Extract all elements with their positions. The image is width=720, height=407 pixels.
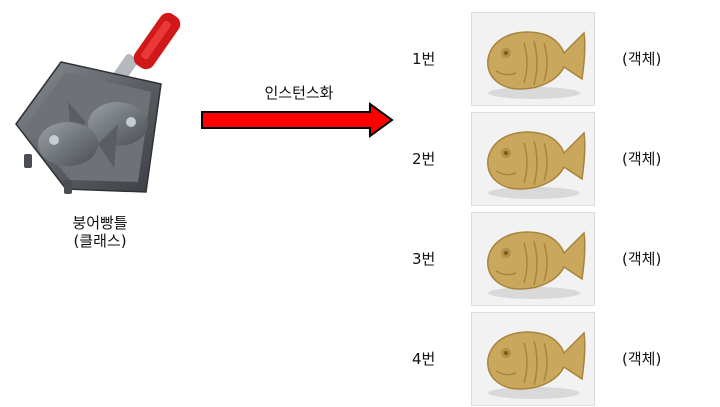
instance-number: 2번 [412, 150, 436, 168]
fish-bread-photo [471, 312, 595, 406]
fish-cavity-icon [38, 122, 118, 168]
instance-number: 3번 [412, 250, 436, 268]
mold-caption: 붕어빵틀 (클래스) [40, 214, 160, 250]
object-label: (객체) [622, 150, 662, 168]
fish-bread-photo [471, 12, 595, 106]
object-label: (객체) [622, 250, 662, 268]
handle-icon [111, 12, 181, 85]
fish-bread-icon [487, 231, 586, 299]
fish-bread-photo [471, 112, 595, 206]
instance-number: 1번 [412, 50, 436, 68]
fish-bread-icon [487, 331, 586, 399]
instance-number: 4번 [412, 350, 436, 368]
fish-bread-icon [487, 31, 586, 99]
fish-mold-pan-illustration [15, 12, 181, 194]
class-name-label: 붕어빵틀 [72, 214, 128, 232]
object-label: (객체) [622, 350, 662, 368]
right-arrow-icon [201, 102, 394, 138]
object-label: (객체) [622, 50, 662, 68]
fish-bread-photo [471, 212, 595, 306]
class-label: (클래스) [73, 232, 127, 250]
instantiation-label: 인스턴스화 [264, 84, 334, 102]
fish-bread-icon [487, 131, 586, 199]
